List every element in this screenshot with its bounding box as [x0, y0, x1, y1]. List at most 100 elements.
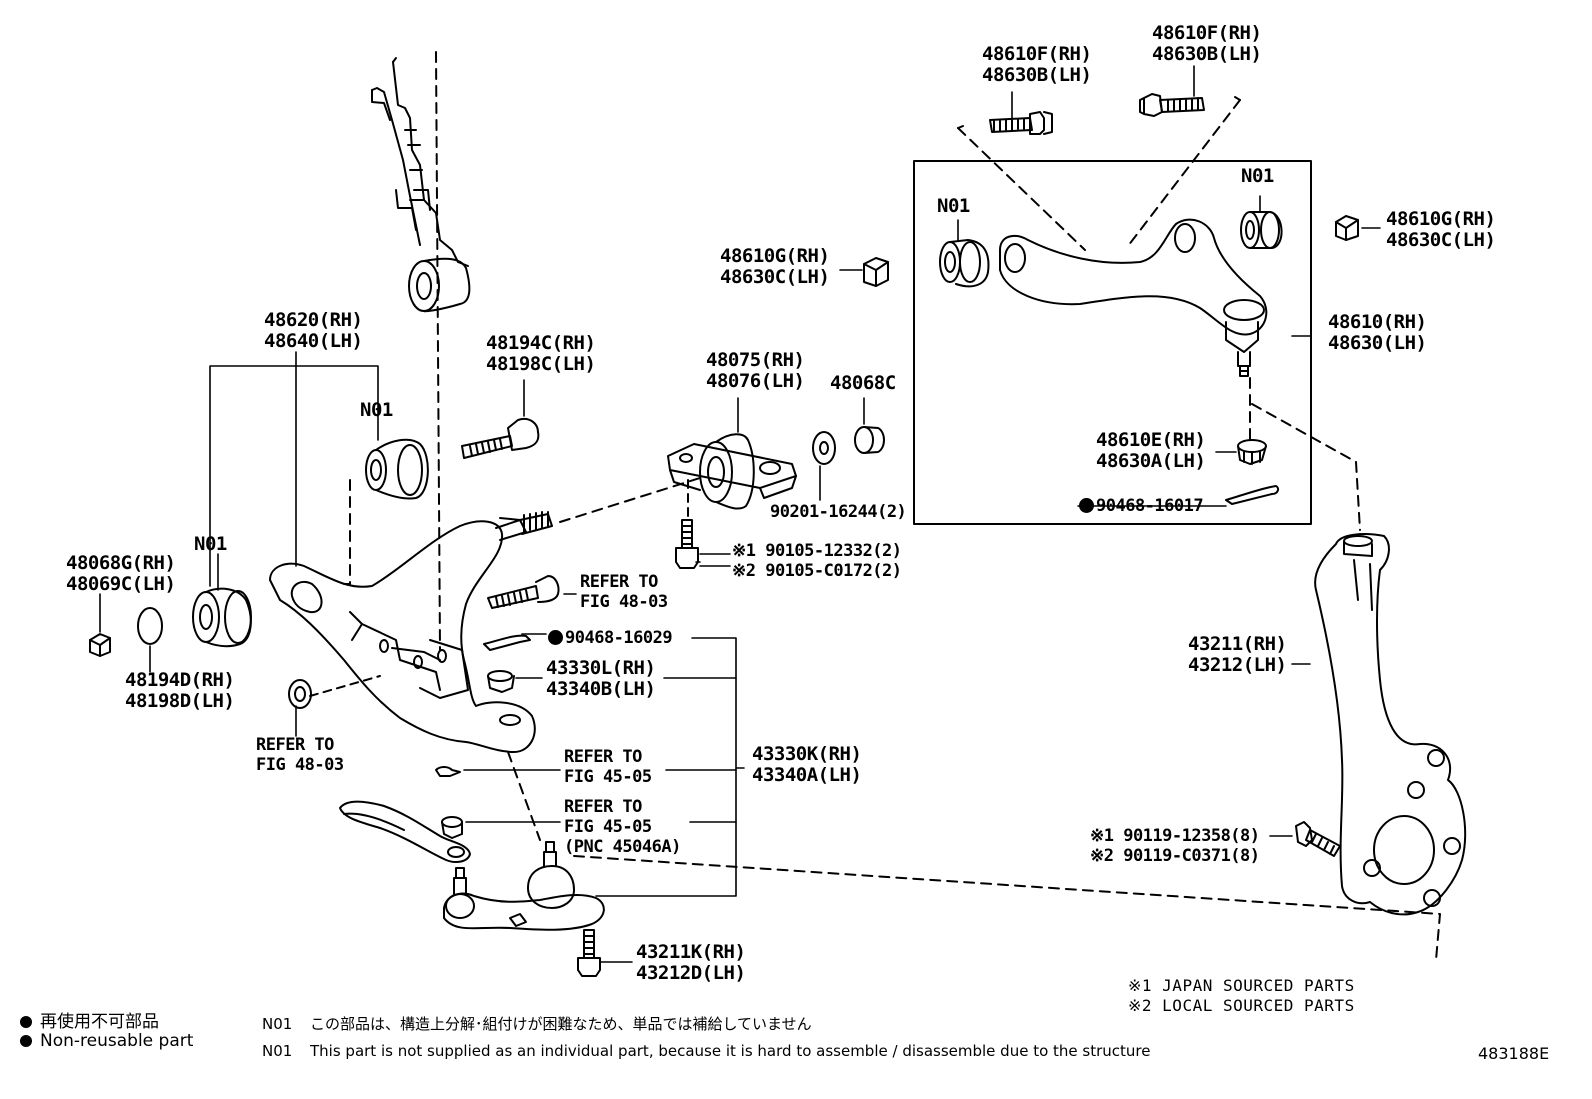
non-reusable-dot-icon	[1079, 498, 1094, 513]
label-front-nut-left: 48068G(RH)48069C(LH)	[66, 553, 176, 595]
part-number: 43330L(RH)	[546, 657, 656, 679]
part-number: 48630(LH)	[1328, 332, 1427, 354]
upper-bushing-right	[1240, 211, 1283, 249]
part-number: 48610E(RH)	[1096, 429, 1206, 451]
footnote-text: This part is not supplied as an individu…	[310, 1042, 1151, 1060]
steering-knuckle	[1314, 533, 1467, 916]
label-upper-bolt-right: 48610F(RH)48630B(LH)	[1152, 22, 1262, 65]
part-number: ※1 90105-12332(2)	[732, 541, 902, 561]
label-nut-90201: 90201-16244(2)	[770, 502, 907, 522]
label-upper-cotter-pin: 90468-16017	[1079, 496, 1204, 516]
note-japan-sourced: ※1 JAPAN SOURCED PARTS	[1128, 976, 1355, 995]
lower-control-arm	[269, 511, 553, 753]
cam-bolt	[461, 418, 540, 459]
label-refer-fig-48-03-a: REFER TO FIG 48-03	[580, 572, 668, 612]
lower-arm-bolt	[487, 575, 560, 609]
part-number: 43212D(LH)	[636, 962, 746, 984]
tie-rod-cotter-pin	[435, 766, 461, 777]
part-number: 43340A(LH)	[752, 764, 862, 786]
front-nut-left	[89, 633, 111, 657]
label-washer: 48068C	[830, 372, 896, 394]
label-upper-castle-nut: 48610E(RH)48630A(LH)	[1096, 429, 1206, 472]
upper-cotter-pin	[1225, 485, 1280, 505]
part-number: 48630B(LH)	[982, 64, 1092, 86]
knuckle-bolt	[1295, 821, 1341, 857]
bushing-bolt	[675, 519, 699, 569]
part-number: 90468-16029	[565, 628, 673, 648]
shock-absorber	[371, 57, 471, 313]
label-ball-joint-bolt: 43211K(RH)43212D(LH)	[636, 941, 746, 984]
part-number: 48194D(RH)	[125, 669, 235, 691]
lower-cotter-pin	[483, 634, 531, 651]
label-lower-cotter-pin: 90468-16029	[548, 628, 673, 648]
footnote-en: N01 This part is not supplied as an indiv…	[262, 1042, 1150, 1060]
legend-text: Non-reusable part	[40, 1031, 194, 1051]
label-cam-bolt: 48194C(RH)48198C(LH)	[486, 332, 596, 375]
part-number: ※2 90105-C0172(2)	[732, 561, 902, 581]
cam-plate	[137, 607, 163, 645]
label-knuckle-bolt: ※1 90119-12358(8)※2 90119-C0371(8)	[1090, 826, 1260, 866]
part-number: 43211K(RH)	[636, 941, 746, 963]
part-number: 48620(RH)	[264, 309, 363, 331]
upper-bolt-left	[989, 111, 1053, 135]
upper-nut-left	[863, 257, 889, 287]
label-lower-castle-nut: 43330L(RH)43340B(LH)	[546, 657, 656, 700]
part-number: 48610(RH)	[1328, 311, 1427, 333]
part-number: 90468-16017	[1096, 496, 1204, 516]
part-number: 43212(LH)	[1188, 654, 1287, 676]
part-number: 48630C(LH)	[720, 266, 830, 288]
footnote-code: N01	[262, 1042, 293, 1060]
lower-ball-joint	[443, 841, 605, 931]
part-number: 48198C(LH)	[486, 353, 596, 375]
upper-control-arm	[999, 218, 1268, 377]
label-refer-fig-45-05-a: REFER TO FIG 45-05	[564, 747, 652, 787]
label-refer-fig-45-05-b: REFER TO FIG 45-05 (PNC 45046A)	[564, 797, 681, 857]
rear-bushing	[667, 433, 797, 510]
part-number: 48194C(RH)	[486, 332, 596, 354]
part-number: 48630B(LH)	[1152, 43, 1262, 65]
legend-non-reusable-jp: 再使用不可部品	[20, 1007, 159, 1032]
part-number: 43340B(LH)	[546, 678, 656, 700]
label-n01-upper-left: N01	[937, 195, 970, 217]
label-n01-lower: N01	[360, 399, 393, 421]
non-reusable-dot-icon	[548, 630, 563, 645]
part-number: ※2 90119-C0371(8)	[1090, 846, 1260, 866]
nut-90201	[854, 426, 885, 454]
part-number: 48640(LH)	[264, 330, 363, 352]
part-number: ※1 90119-12358(8)	[1090, 826, 1260, 846]
upper-nut-right	[1335, 215, 1359, 241]
part-number: 48630C(LH)	[1386, 229, 1496, 251]
non-reusable-dot-icon	[20, 1035, 32, 1047]
tie-rod-end	[339, 800, 471, 863]
note-local-sourced: ※2 LOCAL SOURCED PARTS	[1128, 996, 1355, 1015]
note-sourced-parts: ※1 JAPAN SOURCED PARTS※2 LOCAL SOURCED P…	[1128, 976, 1355, 1016]
part-number: 48075(RH)	[706, 349, 805, 371]
label-steering-knuckle: 43211(RH)43212(LH)	[1188, 633, 1287, 676]
washer-48068c	[812, 431, 836, 465]
label-lower-ball-joint: 43330K(RH)43340A(LH)	[752, 744, 862, 786]
label-upper-nut-left: 48610G(RH)48630C(LH)	[720, 246, 830, 288]
part-number: 43211(RH)	[1188, 633, 1287, 655]
label-upper-bolt-left: 48610F(RH)48630B(LH)	[982, 43, 1092, 86]
part-number: 48610F(RH)	[982, 43, 1092, 65]
part-number: 48610F(RH)	[1152, 22, 1262, 44]
label-n01-left: N01	[194, 533, 227, 555]
part-number: 48076(LH)	[706, 370, 805, 392]
label-rear-bushing: 48075(RH)48076(LH)	[706, 349, 805, 392]
non-reusable-dot-icon	[20, 1016, 32, 1028]
label-bushing-bolt: ※1 90105-12332(2)※2 90105-C0172(2)	[732, 541, 902, 581]
part-number: 48630A(LH)	[1096, 450, 1206, 472]
upper-bolt-right	[1139, 93, 1205, 117]
front-bushing-left	[192, 587, 252, 648]
label-lower-arm: 48620(RH)48640(LH)	[264, 309, 363, 352]
ball-joint-bolt	[577, 929, 601, 977]
label-upper-arm: 48610(RH)48630(LH)	[1328, 311, 1427, 354]
label-refer-fig-48-03-b: REFER TO FIG 48-03	[256, 735, 344, 775]
upper-castle-nut	[1237, 439, 1267, 465]
upper-bushing-left	[939, 239, 990, 288]
lower-bushing	[365, 438, 429, 500]
lower-arm-nut	[288, 679, 312, 709]
part-number: 48198D(LH)	[125, 690, 235, 712]
